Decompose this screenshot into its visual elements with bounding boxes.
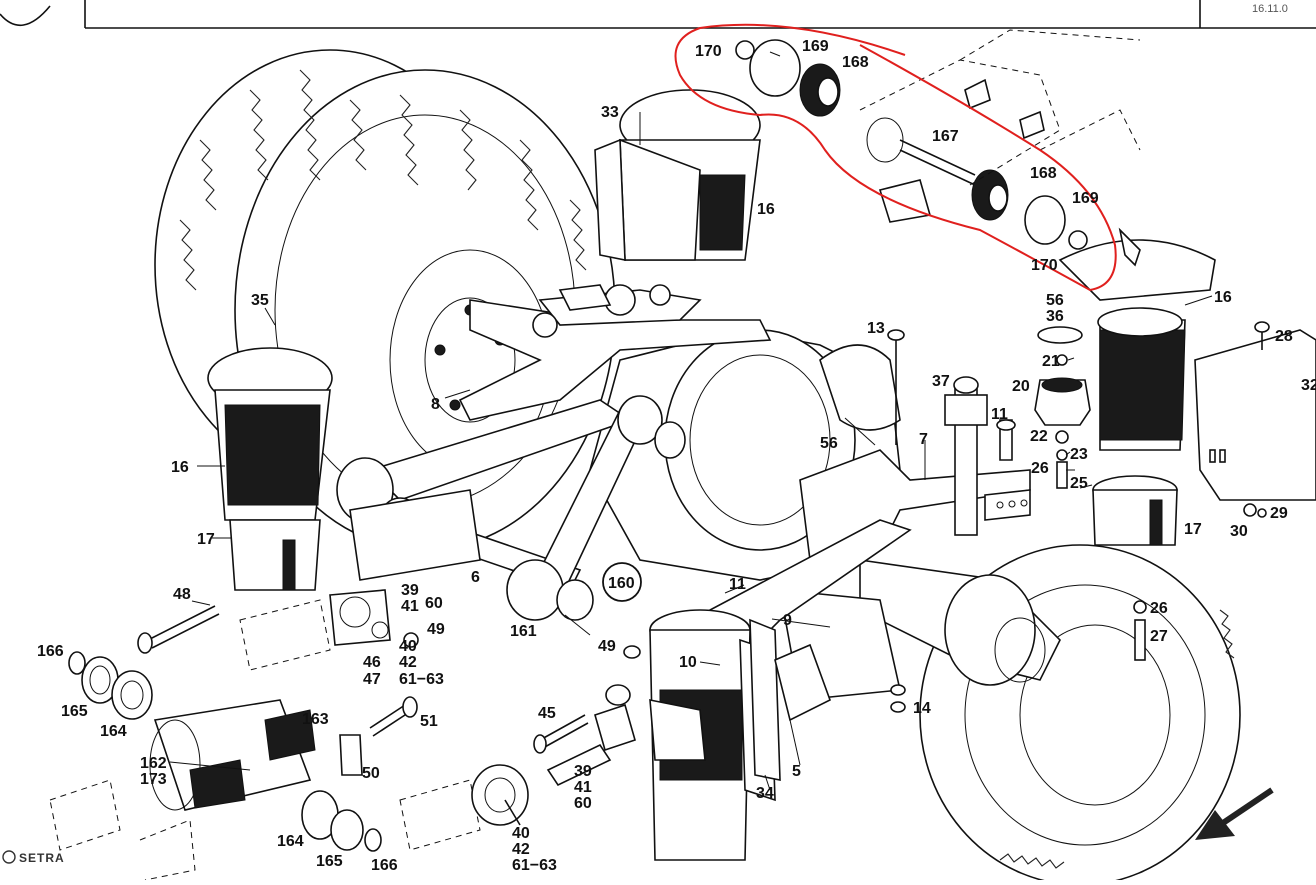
label-161: 161	[510, 623, 537, 640]
label-40-left: 40	[399, 638, 417, 655]
label-40-right: 40	[512, 825, 530, 842]
label-35: 35	[251, 292, 269, 309]
label-49-mid: 49	[598, 638, 616, 655]
label-56-top: 56	[1046, 292, 1064, 309]
label-36: 36	[1046, 308, 1064, 325]
label-60-left: 60	[425, 595, 443, 612]
header-frame: 16.11.0	[0, 0, 1316, 29]
label-26-mid: 26	[1031, 460, 1049, 477]
label-21: 21	[1042, 353, 1060, 370]
air-spring-right	[1058, 239, 1216, 546]
brand-logo: SETRA	[2, 850, 65, 865]
label-39-right: 39	[574, 763, 592, 780]
part-number-labels: 170 169 168 167 168 169 170 33 16 16 16 …	[37, 38, 1316, 874]
label-169-bottom: 169	[1072, 190, 1099, 207]
label-39-left: 39	[401, 582, 419, 599]
brand-emblem-icon	[0, 5, 51, 27]
lower-control-arms	[329, 395, 686, 646]
label-164-bottom: 164	[277, 833, 304, 850]
label-13: 13	[867, 320, 885, 337]
label-25: 25	[1070, 475, 1088, 492]
label-46: 46	[363, 654, 381, 671]
air-spring-left	[207, 347, 333, 591]
air-spring-top	[594, 89, 761, 261]
label-20: 20	[1012, 378, 1030, 395]
label-169-top: 169	[802, 38, 829, 55]
label-17-left: 17	[197, 531, 215, 548]
label-160: 160	[608, 575, 635, 592]
label-16-top: 16	[757, 201, 775, 218]
label-166-bottom: 166	[371, 857, 398, 874]
label-27: 27	[1150, 628, 1168, 645]
label-50: 50	[362, 765, 380, 782]
label-32: 32	[1301, 377, 1316, 394]
label-41-left: 41	[401, 598, 419, 615]
label-165-top: 165	[61, 703, 88, 720]
label-41-right: 41	[574, 779, 592, 796]
label-33: 33	[601, 104, 619, 121]
rubber-bump-stop	[1034, 326, 1091, 489]
label-16-right: 16	[1214, 289, 1232, 306]
label-61-63-left: 61−63	[399, 671, 444, 688]
label-5: 5	[792, 763, 801, 780]
highlight-outline	[674, 23, 1117, 292]
label-164-top: 164	[100, 723, 127, 740]
label-42-right: 42	[512, 841, 530, 858]
shock-absorber	[887, 329, 1016, 536]
label-28: 28	[1275, 328, 1293, 345]
label-29: 29	[1270, 505, 1288, 522]
label-170-bottom: 170	[1031, 257, 1058, 274]
label-16-left: 16	[171, 459, 189, 476]
tie-rod-assembly	[403, 632, 906, 826]
label-60-right: 60	[574, 795, 592, 812]
label-51: 51	[420, 713, 438, 730]
exploded-bearing-assembly	[735, 29, 1141, 267]
label-11-top: 11	[991, 406, 1008, 423]
label-162: 162	[140, 755, 167, 772]
label-165-bottom: 165	[316, 853, 343, 870]
label-30: 30	[1230, 523, 1248, 540]
label-42-left: 42	[399, 654, 417, 671]
label-14: 14	[913, 700, 931, 717]
label-170-top: 170	[695, 43, 722, 60]
callout-160: 160	[602, 562, 642, 602]
label-168-top: 168	[842, 54, 869, 71]
header-date: 16.11.0	[1252, 3, 1288, 15]
bracket-32	[1133, 321, 1316, 661]
leader-lines	[169, 51, 1213, 791]
label-61-63-right: 61−63	[512, 857, 557, 874]
label-45: 45	[538, 705, 556, 722]
label-37: 37	[932, 373, 950, 390]
label-34: 34	[756, 785, 774, 802]
label-49-left: 49	[427, 621, 445, 638]
label-56-mid: 56	[820, 435, 838, 452]
lower-bracket	[749, 618, 831, 781]
label-6: 6	[471, 569, 480, 586]
label-22: 22	[1030, 428, 1048, 445]
label-23: 23	[1070, 446, 1088, 463]
direction-arrow-icon	[1195, 787, 1274, 840]
label-11-bottom: 11	[729, 576, 746, 593]
label-17-right: 17	[1184, 521, 1202, 538]
upper-radius-arm	[458, 284, 772, 421]
label-9: 9	[783, 612, 792, 629]
label-26-right: 26	[1150, 600, 1168, 617]
label-8: 8	[431, 396, 440, 413]
label-7: 7	[919, 431, 928, 448]
label-10: 10	[679, 654, 697, 671]
brand-logo-text: SETRA	[19, 851, 65, 865]
label-173: 173	[140, 771, 167, 788]
label-166-top: 166	[37, 643, 64, 660]
label-168-bottom: 168	[1030, 165, 1057, 182]
label-163: 163	[302, 711, 329, 728]
label-47: 47	[363, 671, 381, 688]
label-48: 48	[173, 586, 191, 603]
label-167: 167	[932, 128, 959, 145]
